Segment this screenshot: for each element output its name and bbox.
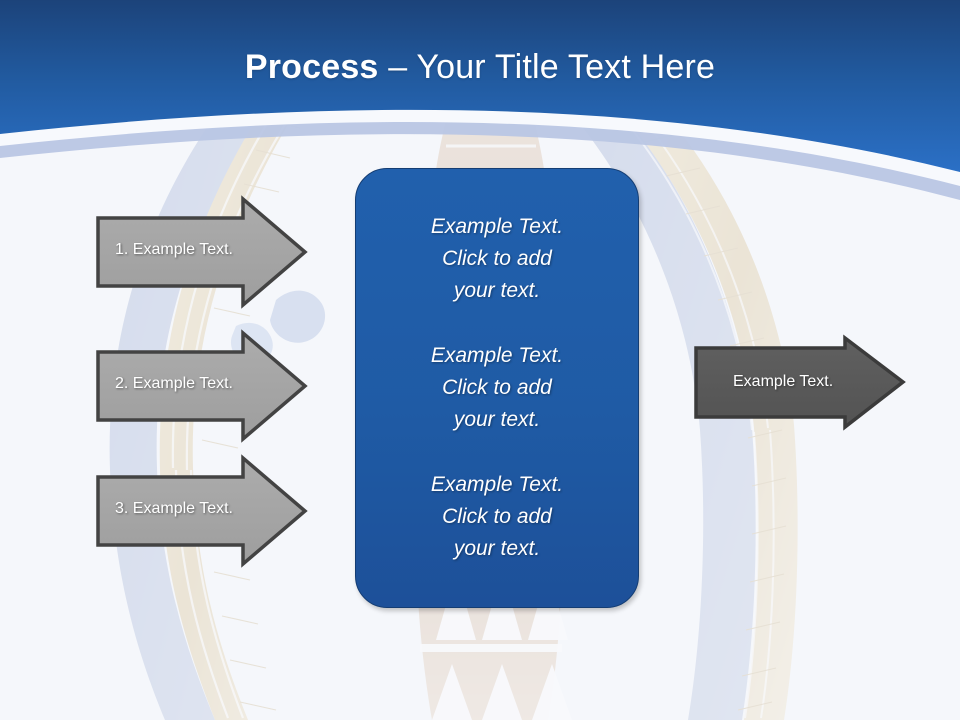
process-outcome-arrow-label: Example Text.	[733, 373, 834, 390]
process-outcome-arrow[interactable]: Example Text.	[693, 334, 908, 431]
panel-block-3-line-2: Click to add	[442, 505, 552, 528]
panel-block-1-line-3: your text.	[453, 279, 541, 302]
panel-text-block-2: Example Text. Click to add your text.	[356, 340, 638, 436]
panel-block-3-line-1: Example Text.	[430, 473, 564, 496]
process-step-arrow-1-label: 1. Example Text.	[115, 241, 233, 258]
process-step-arrow-2[interactable]: 2. Example Text.	[95, 329, 310, 443]
panel-text-body: Example Text. Click to add your text. Ex…	[356, 211, 638, 565]
process-step-arrow-2-label: 2. Example Text.	[115, 375, 233, 392]
page-title: Process – Your Title Text Here	[0, 45, 960, 89]
title-strong: Process	[244, 48, 379, 86]
process-step-arrow-1[interactable]: 1. Example Text.	[95, 195, 310, 309]
panel-spacer-2	[356, 436, 638, 469]
panel-block-2-line-1: Example Text.	[430, 344, 564, 367]
panel-spacer-1	[356, 307, 638, 340]
panel-text-block-3: Example Text. Click to add your text.	[356, 469, 638, 565]
panel-text-block-1: Example Text. Click to add your text.	[356, 211, 638, 307]
panel-block-2-line-3: your text.	[453, 408, 541, 431]
process-step-arrow-3-label: 3. Example Text.	[115, 500, 233, 517]
panel-block-3-line-3: your text.	[453, 537, 541, 560]
title-rest: – Your Title Text Here	[378, 48, 716, 86]
panel-block-1-line-2: Click to add	[442, 247, 552, 270]
panel-block-2-line-2: Click to add	[442, 376, 552, 399]
process-content-panel[interactable]: Example Text. Click to add your text. Ex…	[355, 168, 639, 608]
process-step-arrow-3[interactable]: 3. Example Text.	[95, 454, 310, 568]
panel-block-1-line-1: Example Text.	[430, 215, 564, 238]
